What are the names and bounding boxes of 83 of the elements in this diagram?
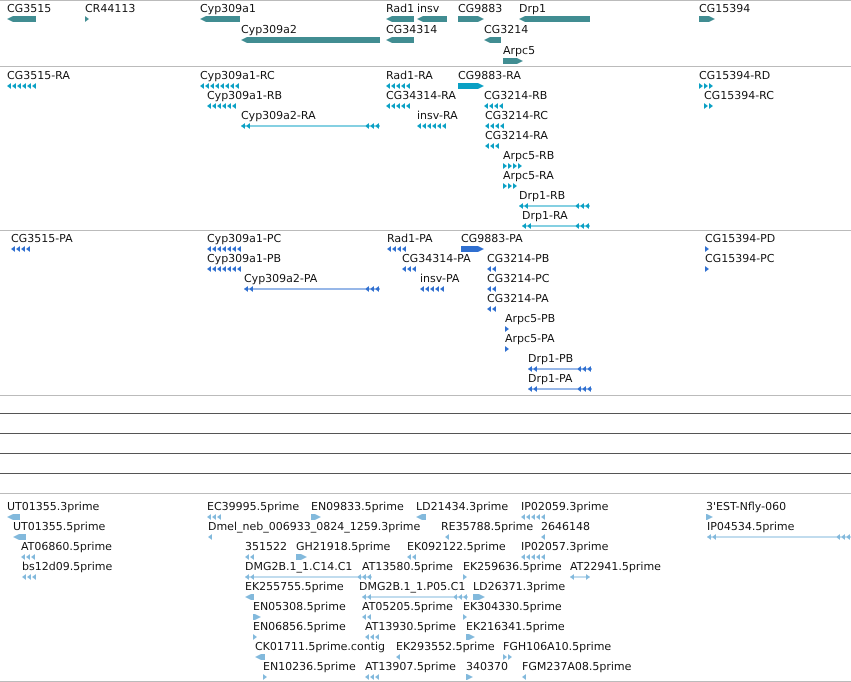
feature-label: AT13907.5prime bbox=[365, 660, 456, 673]
feature-label: CG3515-RA bbox=[7, 69, 70, 82]
feature-label: Cyp309a2-RA bbox=[241, 109, 316, 122]
feature-label: Arpc5-RB bbox=[503, 149, 554, 162]
feature-label: CG34314-PA bbox=[402, 252, 471, 265]
feature-label: CG3214-RB bbox=[484, 89, 548, 102]
feature-label: EN05308.5prime bbox=[253, 600, 346, 613]
feature-label: Dmel_neb_006933_0824_1259.3prime bbox=[208, 520, 420, 533]
feature-label: DMG2B.1_1.C14.C1 bbox=[245, 560, 352, 573]
feature-label: UT01355.3prime bbox=[7, 500, 100, 513]
feature-label: EN06856.5prime bbox=[253, 620, 346, 633]
feature-label: CR44113 bbox=[85, 2, 136, 15]
feature-label: CG15394 bbox=[699, 2, 750, 15]
feature-label: GH21918.5prime bbox=[296, 540, 390, 553]
feature-label: CG3515 bbox=[7, 2, 52, 15]
feature-label: Drp1-RB bbox=[519, 189, 566, 202]
feature-label: EN09833.5prime bbox=[311, 500, 404, 513]
feature-label: Cyp309a1-PB bbox=[207, 252, 282, 265]
feature-label: bs12d09.5prime bbox=[22, 560, 112, 573]
feature-label: AT13580.5prime bbox=[362, 560, 453, 573]
feature-label: IP02059.3prime bbox=[521, 500, 608, 513]
feature-label: Rad1-PA bbox=[387, 232, 433, 245]
feature-label: Arpc5-RA bbox=[503, 169, 554, 182]
feature-label: Cyp309a1 bbox=[200, 2, 256, 15]
feature-label: Drp1-RA bbox=[522, 209, 568, 222]
feature-label: CG9883-PA bbox=[461, 232, 523, 245]
feature-label: insv-PA bbox=[420, 272, 460, 285]
feature-label: Rad1 bbox=[386, 2, 414, 15]
feature-label: Arpc5 bbox=[503, 44, 536, 57]
feature-label: FGM237A08.5prime bbox=[522, 660, 632, 673]
feature-label: AT13930.5prime bbox=[365, 620, 456, 633]
feature-label: CG15394-RC bbox=[704, 89, 774, 102]
feature-label: CG3214-PB bbox=[487, 252, 550, 265]
feature-label: insv bbox=[417, 2, 440, 15]
feature-label: CG15394-PC bbox=[705, 252, 774, 265]
feature-label: CG15394-RD bbox=[699, 69, 770, 82]
feature-label: AT05205.5prime bbox=[362, 600, 453, 613]
feature-label: DMG2B.1_1.P05.C1 bbox=[359, 580, 466, 593]
feature-label: CG3214-RC bbox=[485, 109, 548, 122]
feature-label: Arpc5-PA bbox=[505, 332, 554, 345]
feature-label: EK255755.5prime bbox=[245, 580, 344, 593]
feature-label: CG9883-RA bbox=[458, 69, 521, 82]
feature-label: Drp1 bbox=[519, 2, 546, 15]
feature-label: Cyp309a2-PA bbox=[244, 272, 318, 285]
feature-label: UT01355.5prime bbox=[13, 520, 106, 533]
feature-label: 340370 bbox=[466, 660, 508, 673]
feature-label: Arpc5-PB bbox=[505, 312, 556, 325]
feature-label: AT06860.5prime bbox=[21, 540, 112, 553]
feature-label: Drp1-PB bbox=[528, 352, 574, 365]
feature-label: RE35788.5prime bbox=[441, 520, 534, 533]
feature-label: Cyp309a1-PC bbox=[207, 232, 282, 245]
feature-label: AT22941.5prime bbox=[570, 560, 661, 573]
feature-label: CG3214-PA bbox=[487, 292, 549, 305]
feature-label: insv-RA bbox=[417, 109, 458, 122]
feature-label: EN10236.5prime bbox=[263, 660, 356, 673]
feature-label: Cyp309a2 bbox=[241, 23, 297, 36]
feature-label: LD26371.3prime bbox=[473, 580, 566, 593]
feature-label: Rad1-RA bbox=[386, 69, 433, 82]
feature-label: 2646148 bbox=[541, 520, 590, 533]
feature-label: FGH106A10.5prime bbox=[503, 640, 612, 653]
feature-label: 351522 bbox=[245, 540, 287, 553]
feature-label: Drp1-PA bbox=[528, 372, 572, 385]
feature-label: EC39995.5prime bbox=[207, 500, 300, 513]
feature-label: CG3214 bbox=[484, 23, 528, 36]
feature-label: EK092122.5prime bbox=[407, 540, 506, 553]
feature-label: EK216341.5prime bbox=[466, 620, 565, 633]
feature-label: LD21434.3prime bbox=[416, 500, 508, 513]
feature-label: IP02057.3prime bbox=[521, 540, 608, 553]
feature-label: 3'EST-Nfly-060 bbox=[706, 500, 786, 513]
feature-label: CG34314-RA bbox=[386, 89, 456, 102]
feature-label: EK293552.5prime bbox=[396, 640, 495, 653]
feature-label: CK01711.5prime.contig bbox=[255, 640, 386, 653]
feature-label: CG3214-RA bbox=[485, 129, 548, 142]
feature-label: EK304330.5prime bbox=[463, 600, 562, 613]
feature-label: CG34314 bbox=[386, 23, 438, 36]
feature-label: EK259636.5prime bbox=[463, 560, 562, 573]
feature-label: Cyp309a1-RB bbox=[207, 89, 282, 102]
feature-label: CG15394-PD bbox=[705, 232, 776, 245]
feature-label: IP04534.5prime bbox=[707, 520, 794, 533]
feature-label: Cyp309a1-RC bbox=[200, 69, 275, 82]
feature-label: CG3214-PC bbox=[487, 272, 550, 285]
feature-label: CG9883 bbox=[458, 2, 502, 15]
feature-label: CG3515-PA bbox=[11, 232, 73, 245]
